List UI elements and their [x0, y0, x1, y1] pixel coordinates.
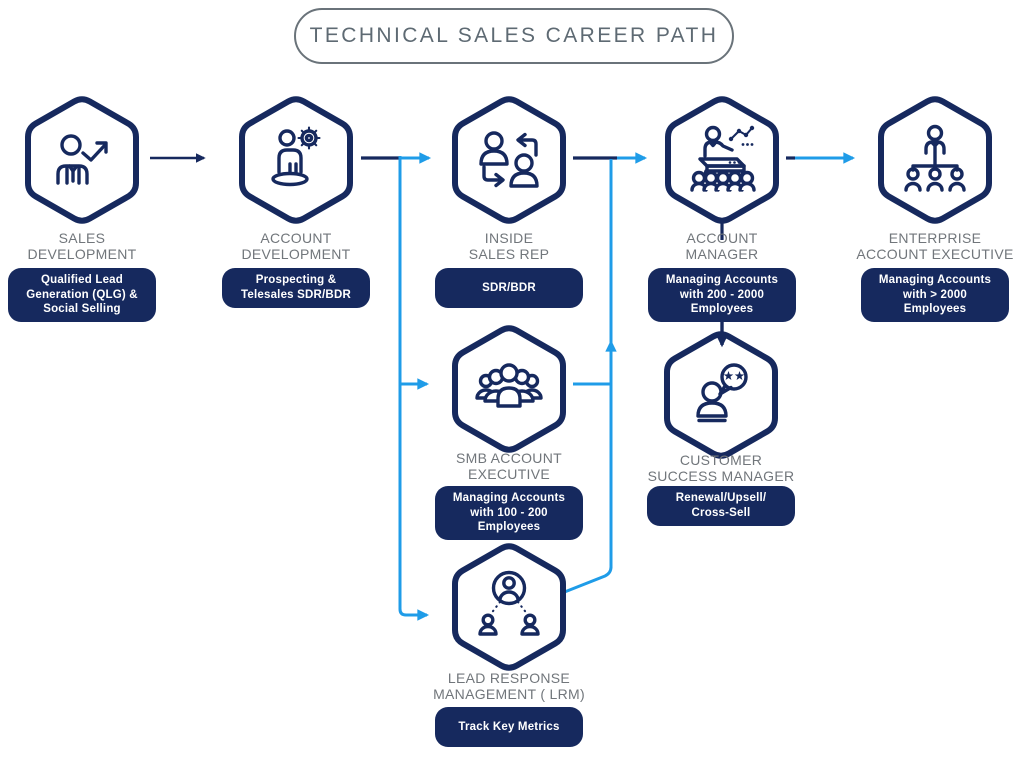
presenter-audience-icon: [690, 125, 756, 192]
hexagon-enterprise-account-executive: [878, 96, 992, 224]
badge-account-manager: Managing Accounts with 200 - 2000 Employ…: [648, 268, 796, 323]
label-customer-success-manager: CUSTOMER SUCCESS MANAGER: [647, 452, 795, 485]
hexagon-smb-account-executive: [452, 325, 566, 453]
label-account-development: ACCOUNT DEVELOPMENT: [241, 230, 351, 263]
badge-customer-success-manager: Renewal/Upsell/ Cross-Sell: [647, 486, 795, 526]
badge-account-development: Prospecting & Telesales SDR/BDR: [222, 268, 370, 308]
badge-lead-response-management: Track Key Metrics: [435, 707, 583, 747]
label-sales-development: SALES DEVELOPMENT: [27, 230, 137, 263]
person-gear-icon: [271, 126, 321, 187]
arrow-to-lrm: [398, 156, 430, 621]
badge-inside-sales-rep: SDR/BDR: [435, 268, 583, 308]
label-inside-sales-rep: INSIDE SALES REP: [468, 230, 550, 263]
hexagon-account-development: [239, 96, 353, 224]
badge-sales-development: Qualified Lead Generation (QLG) & Social…: [8, 268, 156, 323]
label-smb-account-executive: SMB ACCOUNT EXECUTIVE: [456, 450, 562, 483]
label-account-manager: ACCOUNT MANAGER: [685, 230, 759, 263]
review-bubble-icon: [696, 363, 748, 423]
label-enterprise-account-executive: ENTERPRISE ACCOUNT EXECUTIVE: [856, 230, 1014, 263]
org-chart-icon: [904, 124, 966, 192]
hexagon-inside-sales-rep: [452, 96, 566, 224]
hexagon-sales-development: [25, 96, 139, 224]
hexagon-lead-response-management: [452, 543, 566, 671]
badge-enterprise-account-executive: Managing Accounts with > 2000 Employees: [861, 268, 1009, 323]
hexagon-account-manager: [665, 96, 779, 224]
people-exchange-icon: [479, 131, 539, 188]
growth-person-icon: [56, 134, 108, 185]
crowd-icon: [475, 363, 543, 408]
lead-hierarchy-icon: [478, 570, 540, 636]
badge-smb-account-executive: Managing Accounts with 100 - 200 Employe…: [435, 486, 583, 541]
diagram-title-box: TECHNICAL SALES CAREER PATH: [294, 8, 734, 64]
label-lead-response-management: LEAD RESPONSE MANAGEMENT ( LRM): [433, 670, 585, 703]
hexagon-customer-success-manager: [664, 331, 778, 459]
diagram-title: TECHNICAL SALES CAREER PATH: [309, 24, 719, 47]
